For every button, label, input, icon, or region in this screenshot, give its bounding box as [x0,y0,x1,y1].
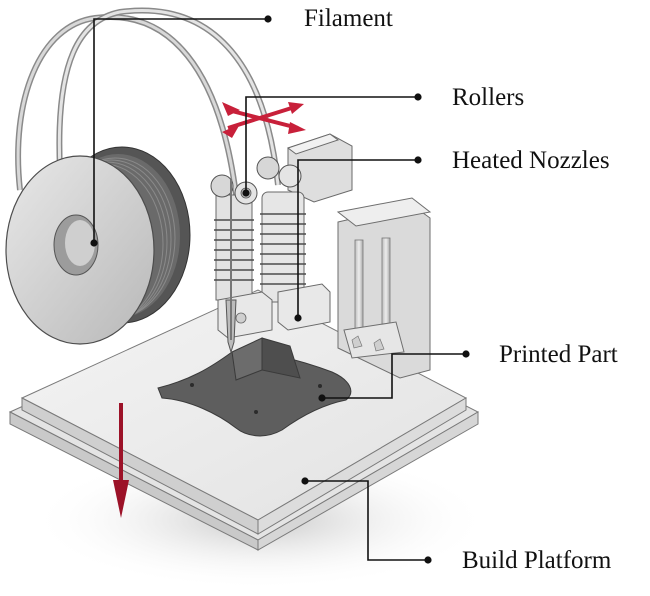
filament-tubes [15,7,281,196]
label-printed-part: Printed Part [499,341,618,368]
z-motion-arrow-icon [113,403,129,518]
leader-heated-nozzles [297,159,418,318]
filament-spool [5,146,191,345]
printed-part [157,337,352,437]
leader-rollers [245,96,418,193]
leader-filament [93,18,268,243]
leader-build-platform [305,480,428,561]
label-build-platform: Build Platform [462,547,612,574]
xy-motion-arrows-icon [222,102,306,138]
label-rollers: Rollers [452,84,525,111]
leader-dots [90,15,470,564]
extruder-assembly [210,133,353,354]
leader-lines [93,18,466,561]
leader-printed-part [322,353,466,399]
label-heated-nozzles: Heated Nozzles [452,147,610,174]
label-filament: Filament [304,5,393,32]
z-axis-column [336,197,432,379]
